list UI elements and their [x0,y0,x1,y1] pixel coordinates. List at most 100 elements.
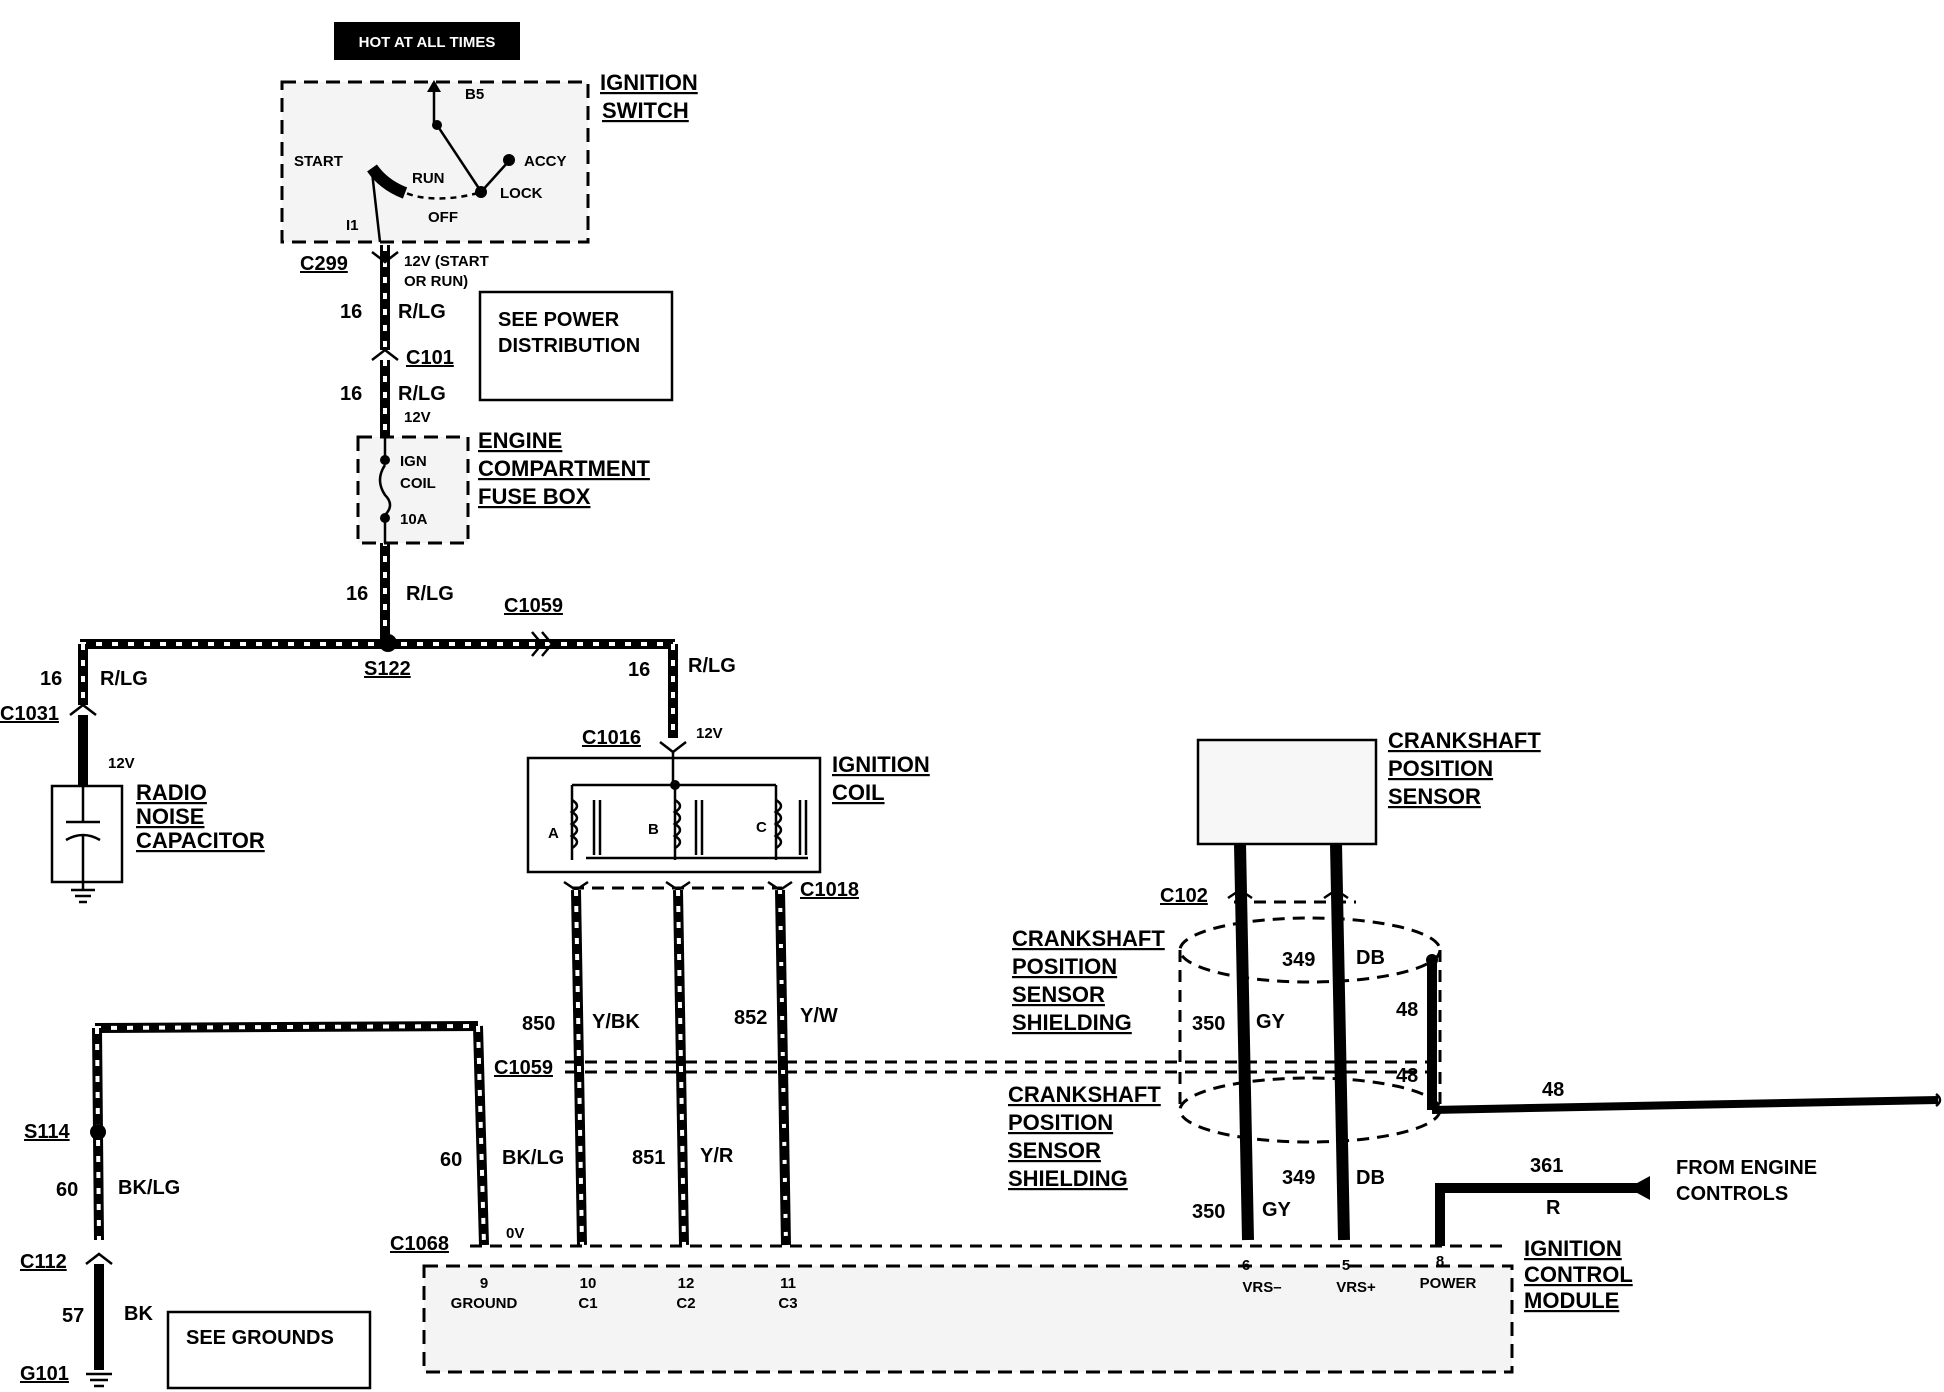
wire-color-db-a: DB [1356,947,1385,969]
svg-text:OFF: OFF [428,209,458,226]
svg-text:GROUND: GROUND [451,1295,518,1312]
capacitor-title-1: RADIO [136,780,207,805]
svg-text:POSITION: POSITION [1008,1110,1113,1135]
wire-label-48-b: 48 [1396,1065,1418,1087]
svg-text:11: 11 [780,1275,796,1292]
wire-label-350-b: 350 [1192,1201,1225,1223]
splice-s114-label: S114 [24,1121,70,1143]
wire-48-out [1431,1096,1939,1114]
from-engine-line-1: FROM ENGINE [1676,1157,1817,1179]
color-rlg-d: R/LG [100,668,148,690]
see-grounds-box [166,1310,372,1390]
wire-color-bk: BK [124,1303,153,1325]
svg-text:POSITION: POSITION [1012,954,1117,979]
connector-c1018: C1018 [800,879,859,901]
icm-pin-c3: 11 C3 [778,1275,797,1312]
ignition-coil-title-1: IGNITION [832,752,930,777]
gauge-16-a: 16 [340,301,362,323]
wire-label-60-a: 60 [440,1149,462,1171]
wire-label-350-a: 350 [1192,1013,1225,1035]
fuse-box-title-1: ENGINE [478,428,562,453]
crank-sensor-title-2: POSITION [1388,756,1493,781]
gauge-16-d: 16 [40,668,62,690]
color-rlg-a: R/LG [398,301,446,323]
splice-s122-label: S122 [364,658,411,680]
wire-color-yw: Y/W [800,1005,838,1027]
wire-361-r [1435,1183,1640,1246]
connector-c1031: C1031 [0,703,59,725]
svg-text:SENSOR: SENSOR [1012,982,1105,1007]
wire-350-gy [1234,843,1254,1241]
svg-text:IGN: IGN [400,453,427,470]
note-or-run: OR RUN) [404,273,468,290]
gauge-16-c: 16 [346,583,368,605]
gauge-16-b: 16 [340,383,362,405]
svg-text:RUN: RUN [412,170,445,187]
wire-label-850: 850 [522,1013,555,1035]
svg-text:A: A [548,825,559,842]
color-rlg-c: R/LG [406,583,454,605]
wire-label-852: 852 [734,1007,767,1029]
gauge-16-e: 16 [628,659,650,681]
engine-compartment-fuse-box: IGN COIL 10A [356,435,470,545]
svg-text:I1: I1 [346,217,359,234]
svg-text:ACCY: ACCY [524,153,567,170]
svg-text:9: 9 [480,1275,488,1292]
fuse-box-title-2: COMPARTMENT [478,456,650,481]
icm-pin-c2: 12 C2 [676,1275,695,1312]
splice-s114 [90,1124,106,1140]
wire-label-57: 57 [62,1305,84,1327]
svg-text:CRANKSHAFT: CRANKSHAFT [1012,926,1165,951]
wire-label-361: 361 [1530,1155,1563,1177]
shielding-label-upper: CRANKSHAFT POSITION SENSOR SHIELDING [1012,926,1165,1035]
connector-c1068: C1068 [390,1233,449,1255]
wire-label-851: 851 [632,1147,665,1169]
wire-color-gy-b: GY [1262,1199,1292,1221]
svg-text:HOT AT ALL TIMES: HOT AT ALL TIMES [359,34,496,51]
svg-text:VRS+: VRS+ [1336,1279,1376,1296]
shield-upper [1178,916,1442,1062]
icm-pin-power: 8 POWER [1420,1253,1477,1292]
svg-text:C: C [756,819,767,836]
svg-text:B: B [648,821,659,838]
ignition-coil: A B C [526,752,822,874]
see-power-distribution-box [478,290,674,402]
shielding-label-lower: CRANKSHAFT POSITION SENSOR SHIELDING [1008,1082,1161,1191]
icm-pin-c1: 10 C1 [578,1275,597,1312]
radio-noise-capacitor [50,784,124,904]
crank-sensor-title-3: SENSOR [1388,784,1481,809]
capacitor-title-3: CAPACITOR [136,828,265,853]
svg-text:SHIELDING: SHIELDING [1008,1166,1128,1191]
ground-g101-label: G101 [20,1363,69,1385]
svg-text:SHIELDING: SHIELDING [1012,1010,1132,1035]
svg-text:START: START [294,153,343,170]
capacitor-title-2: NOISE [136,804,204,829]
connector-c102: C102 [1160,885,1208,907]
splice-s122 [379,634,397,652]
connector-c299: C299 [300,253,348,275]
fuse-box-title-3: FUSE BOX [478,484,591,509]
wire-color-gy-a: GY [1256,1011,1286,1033]
color-rlg-e: R/LG [688,655,736,677]
wire-349-db [1330,843,1350,1241]
from-engine-line-2: CONTROLS [1676,1183,1788,1205]
note-12v-coil: 12V [696,725,723,742]
icm-title-1: IGNITION [1524,1236,1622,1261]
wire-60-top [94,1021,479,1033]
connector-c101: C101 [406,347,454,369]
icm-pin-vrs-minus: 6 VRS– [1242,1257,1282,1296]
svg-text:B5: B5 [465,86,484,103]
icm-title-3: MODULE [1524,1288,1619,1313]
svg-text:SENSOR: SENSOR [1008,1138,1101,1163]
ground-g101-icon [86,1372,112,1388]
wire-color-yr: Y/R [700,1145,734,1167]
icm-pin-ground: 9 GROUND [451,1275,518,1312]
svg-text:POWER: POWER [1420,1275,1477,1292]
svg-text:C3: C3 [778,1295,797,1312]
svg-text:COIL: COIL [400,475,436,492]
color-rlg-b: R/LG [398,383,446,405]
ignition-coil-title-2: COIL [832,780,885,805]
icm-title-2: CONTROL [1524,1262,1633,1287]
see-power-line-1: SEE POWER [498,309,620,331]
svg-text:10A: 10A [400,511,428,528]
